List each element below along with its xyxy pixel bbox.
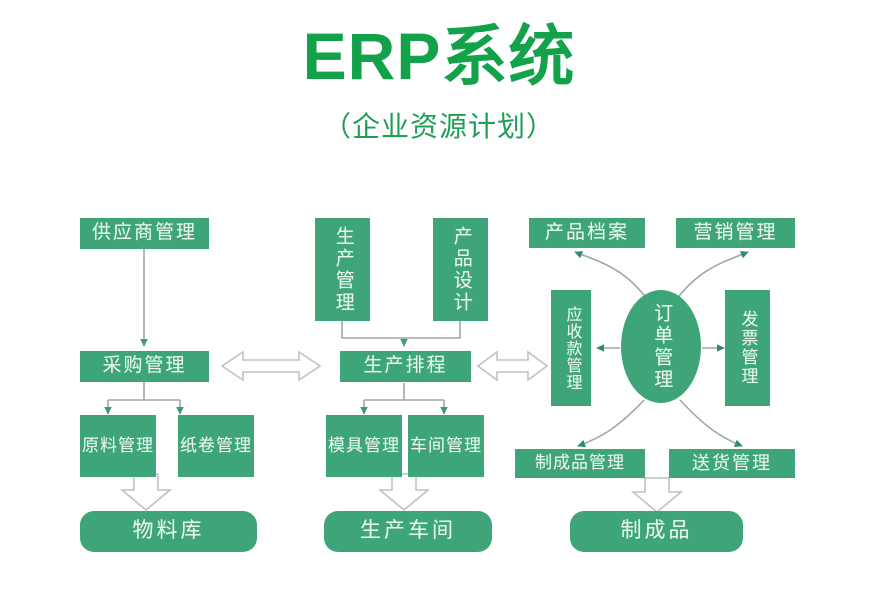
node-product-archive[interactable]: 产品档案	[529, 218, 645, 248]
page-subtitle: （企业资源计划）	[322, 111, 555, 143]
wire-order-to-finishedmgmt	[577, 399, 645, 448]
wire-schedule-split	[364, 383, 444, 401]
node-finished-goods[interactable]: 制成品	[570, 511, 743, 552]
node-finished-goods-mgmt[interactable]: 制成品管理	[515, 449, 645, 478]
node-order-mgmt[interactable]: 订单管理	[621, 290, 701, 403]
node-workshop-mgmt[interactable]: 车间管理	[408, 415, 484, 477]
wire-purchase-split	[108, 382, 180, 401]
double-arrow-schedule-receivable	[476, 350, 549, 382]
node-delivery-mgmt[interactable]: 送货管理	[669, 449, 795, 478]
node-production-schedule[interactable]: 生产排程	[340, 351, 471, 382]
block-arrow-to-production-workshop	[377, 473, 431, 512]
node-production-workshop[interactable]: 生产车间	[324, 511, 492, 552]
wire-order-to-archive	[574, 251, 649, 301]
node-material-mgmt[interactable]: 原料管理	[80, 415, 156, 477]
node-marketing-mgmt[interactable]: 营销管理	[676, 218, 795, 248]
wire-order-to-marketing	[675, 251, 749, 301]
wire-order-to-delivery	[679, 399, 743, 447]
node-supplier-mgmt[interactable]: 供应商管理	[80, 218, 209, 249]
node-mold-mgmt[interactable]: 模具管理	[326, 415, 402, 477]
node-invoice-mgmt[interactable]: 发票管理	[725, 290, 770, 406]
node-purchase-mgmt[interactable]: 采购管理	[80, 351, 209, 382]
node-product-design[interactable]: 产品设计	[433, 218, 488, 321]
page-title: ERP系统	[302, 19, 576, 93]
node-paper-roll-mgmt[interactable]: 纸卷管理	[178, 415, 254, 477]
node-material-warehouse[interactable]: 物料库	[80, 511, 257, 552]
double-arrow-purchase-schedule	[220, 350, 322, 382]
node-receivable-mgmt[interactable]: 应收款管理	[551, 290, 591, 406]
block-arrow-to-material-warehouse	[119, 473, 173, 512]
wire-production-merge	[341, 321, 461, 346]
node-production-mgmt[interactable]: 生产管理	[315, 218, 370, 321]
block-arrow-to-finished-goods	[630, 477, 684, 514]
title-block: ERP系统 （企业资源计划）	[0, 19, 878, 145]
